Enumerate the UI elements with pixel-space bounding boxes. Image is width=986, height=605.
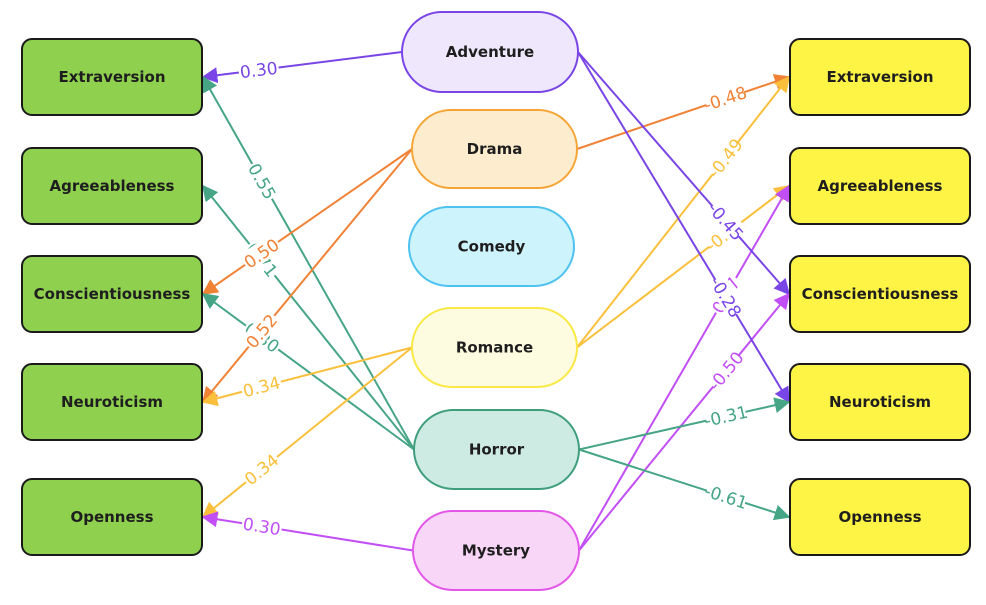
genre-node-comedy[interactable]: Comedy bbox=[408, 206, 575, 287]
edge-label: 0.30 bbox=[239, 59, 279, 84]
genre-node-horror[interactable]: Horror bbox=[413, 409, 580, 490]
trait-box bbox=[21, 363, 203, 441]
genre-label: Horror bbox=[469, 441, 525, 459]
trait-label: Extraversion bbox=[58, 68, 165, 86]
edge-label: -0.61 bbox=[702, 481, 750, 514]
edge-label-background bbox=[704, 348, 746, 393]
left-trait-extraversion[interactable]: Extraversion bbox=[21, 38, 203, 116]
trait-box bbox=[789, 363, 971, 441]
left-trait-openness[interactable]: Openness bbox=[21, 478, 203, 556]
edge-label-background bbox=[237, 56, 280, 82]
edge-label-background bbox=[702, 81, 748, 114]
edge-horror-to-R-neuroticism bbox=[578, 397, 791, 451]
edge-mystery-to-R-conscientiousness bbox=[578, 292, 791, 552]
trait-label: Agreeableness bbox=[50, 177, 175, 195]
trait-label: Agreeableness bbox=[818, 177, 943, 195]
edge-horror-to-L-agreeableness bbox=[201, 184, 415, 451]
edge-drama-to-L-neuroticism bbox=[201, 148, 413, 404]
left-trait-conscientiousness[interactable]: Conscientiousness bbox=[21, 255, 203, 333]
nodes-layer: ExtraversionAgreeablenessConscientiousne… bbox=[21, 11, 971, 591]
right-trait-extraversion[interactable]: Extraversion bbox=[789, 38, 971, 116]
edge-label-group: 0.30 bbox=[237, 56, 280, 84]
edge-label-group: 0.34 bbox=[239, 371, 284, 402]
edge-label-background bbox=[239, 448, 283, 490]
edge-label-background bbox=[239, 371, 284, 401]
edge-label: -0.31 bbox=[703, 403, 750, 432]
edge-mystery-to-L-openness bbox=[201, 511, 414, 552]
genre-pill bbox=[401, 11, 579, 93]
edge-label-background bbox=[240, 512, 284, 539]
edge-label-background bbox=[704, 480, 749, 512]
genre-label: Mystery bbox=[462, 542, 530, 560]
trait-box bbox=[789, 478, 971, 556]
edge-label: 0.34 bbox=[241, 373, 283, 402]
edge-label-background bbox=[240, 308, 282, 353]
edge-label-background bbox=[707, 274, 746, 319]
genre-pill bbox=[411, 109, 578, 189]
edge-label-background bbox=[704, 135, 745, 180]
trait-label: Extraversion bbox=[826, 68, 933, 86]
right-trait-neuroticism[interactable]: Neuroticism bbox=[789, 363, 971, 441]
edge-label-background bbox=[704, 401, 748, 430]
edge-label-background bbox=[705, 199, 748, 243]
right-trait-conscientiousness[interactable]: Conscientiousness bbox=[789, 255, 971, 333]
genre-pill bbox=[413, 409, 580, 490]
genre-pill bbox=[411, 307, 578, 388]
genre-node-romance[interactable]: Romance bbox=[411, 307, 578, 388]
edge-label-group: 0.34 bbox=[239, 448, 283, 490]
edge-label-group: -0.31 bbox=[703, 401, 750, 432]
edge-romance-to-L-neuroticism bbox=[201, 346, 413, 407]
edge-mystery-to-R-agreeableness bbox=[578, 184, 790, 551]
genre-label: Romance bbox=[456, 339, 533, 357]
edge-label-group: -0.50 bbox=[704, 348, 748, 395]
edge-label-group: -0.49 bbox=[704, 135, 748, 182]
edge-romance-to-R-agreeableness bbox=[576, 185, 791, 349]
edge-label-group: -0.61 bbox=[702, 480, 750, 514]
edge-horror-to-L-extraversion bbox=[202, 75, 415, 450]
genre-pill bbox=[408, 206, 575, 287]
genre-label: Adventure bbox=[446, 43, 534, 61]
genre-pill bbox=[412, 510, 580, 591]
edge-romance-to-R-extraversion bbox=[576, 75, 790, 349]
right-trait-openness[interactable]: Openness bbox=[789, 478, 971, 556]
edge-label-background bbox=[244, 158, 282, 204]
right-trait-agreeableness[interactable]: Agreeableness bbox=[789, 147, 971, 225]
edge-label-group: -0.48 bbox=[702, 81, 750, 116]
edge-label: -0.48 bbox=[702, 83, 750, 116]
edge-horror-to-L-conscientiousness bbox=[201, 293, 415, 451]
edge-romance-to-L-openness bbox=[201, 346, 413, 519]
genre-node-drama[interactable]: Drama bbox=[411, 109, 578, 189]
edge-label-group: 0.30 bbox=[240, 512, 284, 540]
trait-box bbox=[789, 255, 971, 333]
trait-box bbox=[21, 255, 203, 333]
trait-box bbox=[21, 147, 203, 225]
edge-adventure-to-R-conscientiousness bbox=[577, 51, 791, 296]
trait-label: Neuroticism bbox=[61, 393, 163, 411]
edge-drama-to-L-conscientiousness bbox=[201, 148, 413, 295]
trait-label: Conscientiousness bbox=[34, 285, 191, 303]
edges-layer bbox=[201, 51, 791, 552]
edge-label-group: -0.28 bbox=[705, 274, 746, 322]
trait-box bbox=[789, 147, 971, 225]
trait-label: Openness bbox=[70, 508, 153, 526]
left-trait-agreeableness[interactable]: Agreeableness bbox=[21, 147, 203, 225]
edge-label-background bbox=[238, 232, 284, 273]
trait-label: Openness bbox=[838, 508, 921, 526]
genre-node-adventure[interactable]: Adventure bbox=[401, 11, 579, 93]
edge-adventure-to-L-extraversion bbox=[201, 51, 403, 84]
trait-box bbox=[789, 38, 971, 116]
trait-box bbox=[21, 38, 203, 116]
trait-box bbox=[21, 478, 203, 556]
genre-label: Comedy bbox=[458, 238, 526, 256]
left-trait-neuroticism[interactable]: Neuroticism bbox=[21, 363, 203, 441]
edge-horror-to-R-openness bbox=[578, 448, 791, 521]
genre-label: Drama bbox=[467, 140, 523, 158]
genre-node-mystery[interactable]: Mystery bbox=[412, 510, 580, 591]
trait-label: Neuroticism bbox=[829, 393, 931, 411]
trait-label: Conscientiousness bbox=[802, 285, 959, 303]
edge-label-group: 0.55 bbox=[243, 158, 282, 204]
edge-adventure-to-R-neuroticism bbox=[577, 51, 790, 404]
edge-drama-to-R-extraversion bbox=[576, 74, 791, 150]
